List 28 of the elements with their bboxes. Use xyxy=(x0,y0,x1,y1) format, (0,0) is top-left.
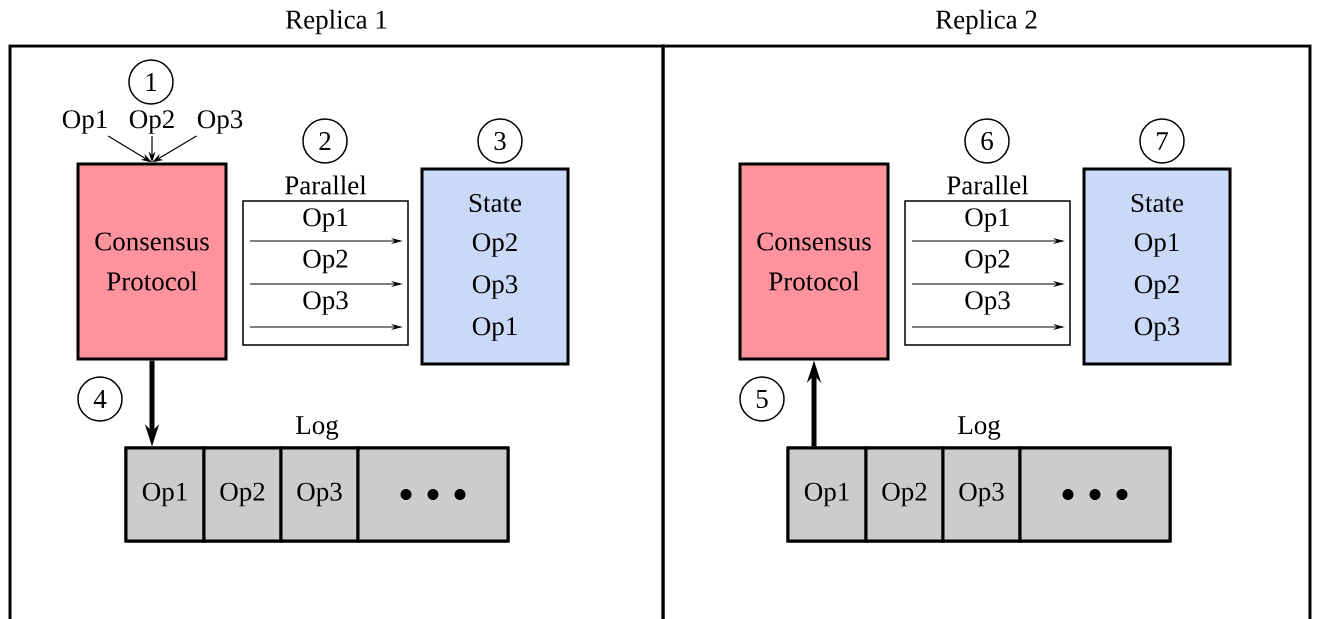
parallel-box: Parallel Op1 Op2 Op3 xyxy=(904,175,1071,346)
consensus-box: Consensus Protocol xyxy=(738,162,890,361)
state-box: State Op1 Op2 Op3 xyxy=(1082,167,1232,366)
operation-label: Op2 xyxy=(129,110,174,134)
state-box: State Op2 Op3 Op1 xyxy=(420,167,570,366)
step-number: 4 xyxy=(77,376,123,422)
step-number: 7 xyxy=(1139,118,1185,164)
operation-label: Op3 xyxy=(197,110,243,134)
log-cell: Op1 xyxy=(786,446,868,543)
node-label: Parallel xyxy=(947,175,1029,195)
step-number: 6 xyxy=(964,118,1010,164)
consensus-box: Consensus Protocol xyxy=(76,162,228,361)
node-label: Parallel xyxy=(285,175,367,195)
log-cell: Op3 xyxy=(941,446,1022,543)
parallel-box: Parallel Op1 Op2 Op3 xyxy=(242,175,409,346)
log-cell: Op3 xyxy=(279,446,360,543)
log-cell: Op2 xyxy=(202,446,283,543)
step-number: 2 xyxy=(302,118,348,164)
log-cell: Op2 xyxy=(864,446,945,543)
ellipsis-cell xyxy=(356,446,510,543)
step-number: 5 xyxy=(739,376,785,422)
node-label: Log xyxy=(296,416,339,440)
operation-label: Op1 xyxy=(62,110,107,134)
log-cell: Op1 xyxy=(124,446,206,543)
step-number: 1 xyxy=(128,59,174,105)
node-label: Log xyxy=(958,416,1001,440)
step-number: 3 xyxy=(477,118,523,164)
ellipsis-cell xyxy=(1018,446,1172,543)
